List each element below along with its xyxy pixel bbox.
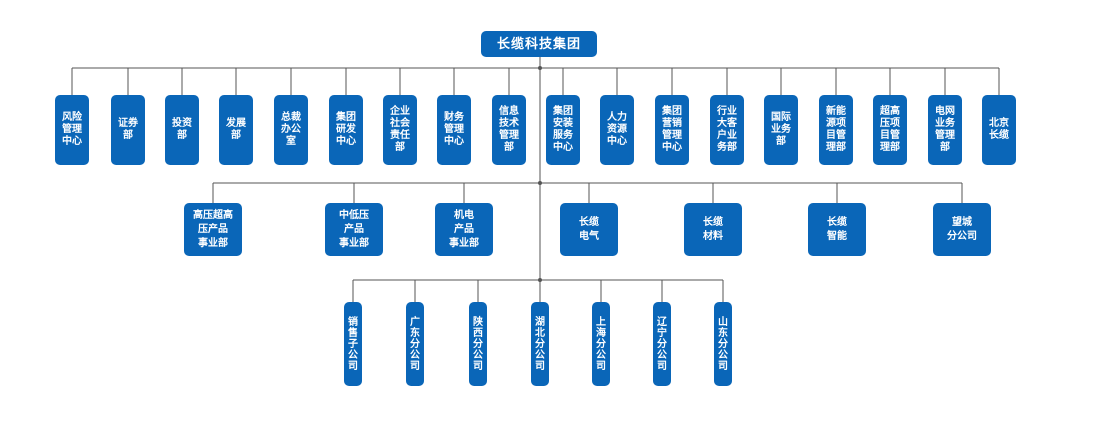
division-box-label: 中低压 产品 事业部: [339, 209, 369, 249]
department-box: 新能 源项 目管 理部: [819, 95, 853, 165]
subsidiary-box: 上 海 分 公 司: [592, 302, 610, 386]
department-box: 国际 业务 部: [764, 95, 798, 165]
department-box-label: 风险 管理 中心: [62, 112, 82, 147]
division-box: 望城 分公司: [933, 203, 991, 256]
junction-dot: [538, 278, 542, 282]
division-box: 长缆 智能: [808, 203, 866, 256]
department-box: 集团 营销 管理 中心: [655, 95, 689, 165]
department-box: 北京 长缆: [982, 95, 1016, 165]
department-box: 人力 资源 中心: [600, 95, 634, 165]
division-box-label: 机电 产品 事业部: [449, 209, 479, 249]
division-box-label: 长缆 电气: [579, 216, 599, 242]
subsidiary-box: 陕 西 分 公 司: [469, 302, 487, 386]
department-box-label: 证券 部: [118, 118, 138, 141]
department-box: 超高 压项 目管 理部: [873, 95, 907, 165]
department-box-label: 财务 管理 中心: [444, 112, 464, 147]
department-box: 发展 部: [219, 95, 253, 165]
department-box-label: 总裁 办公 室: [281, 112, 301, 147]
department-box-label: 电网 业务 管理 部: [935, 106, 955, 153]
department-box: 集团 安装 服务 中心: [546, 95, 580, 165]
department-box-label: 北京 长缆: [989, 118, 1009, 141]
root-node: 长缆科技集团: [481, 31, 597, 57]
department-box-label: 集团 营销 管理 中心: [662, 106, 682, 153]
division-box: 高压超高 压产品 事业部: [184, 203, 242, 256]
department-box-label: 人力 资源 中心: [607, 112, 627, 147]
department-box: 信息 技术 管理 部: [492, 95, 526, 165]
division-box: 中低压 产品 事业部: [325, 203, 383, 256]
division-box-label: 长缆 智能: [827, 216, 847, 242]
subsidiary-box-label: 广 东 分 公 司: [410, 316, 420, 372]
department-box-label: 集团 安装 服务 中心: [553, 106, 573, 153]
department-box-label: 超高 压项 目管 理部: [880, 106, 900, 153]
department-box: 证券 部: [111, 95, 145, 165]
subsidiary-box: 辽 宁 分 公 司: [653, 302, 671, 386]
department-box-label: 集团 研发 中心: [336, 112, 356, 147]
subsidiary-box: 广 东 分 公 司: [406, 302, 424, 386]
department-box-label: 信息 技术 管理 部: [499, 106, 519, 153]
division-box-label: 高压超高 压产品 事业部: [193, 209, 233, 249]
division-box: 长缆 材料: [684, 203, 742, 256]
subsidiary-box-label: 湖 北 分 公 司: [535, 316, 545, 372]
subsidiary-box-label: 上 海 分 公 司: [596, 316, 606, 372]
root-label: 长缆科技集团: [496, 36, 581, 52]
department-box: 投资 部: [165, 95, 199, 165]
department-box-label: 新能 源项 目管 理部: [826, 106, 846, 153]
subsidiary-box: 湖 北 分 公 司: [531, 302, 549, 386]
department-box-label: 国际 业务 部: [771, 112, 791, 147]
department-box-label: 行业 大客 户业 务部: [717, 106, 737, 153]
subsidiary-box-label: 陕 西 分 公 司: [473, 316, 483, 372]
subsidiary-box-label: 山 东 分 公 司: [718, 316, 728, 372]
subsidiary-box: 山 东 分 公 司: [714, 302, 732, 386]
department-box: 集团 研发 中心: [329, 95, 363, 165]
division-box: 机电 产品 事业部: [435, 203, 493, 256]
subsidiary-box-label: 销 售 子 公 司: [348, 316, 358, 372]
junction-dot: [538, 66, 542, 70]
junction-dot: [538, 181, 542, 185]
division-box-label: 望城 分公司: [947, 216, 977, 242]
division-box: 长缆 电气: [560, 203, 618, 256]
department-box-label: 发展 部: [226, 118, 246, 141]
department-box: 总裁 办公 室: [274, 95, 308, 165]
subsidiary-box-label: 辽 宁 分 公 司: [657, 316, 667, 372]
department-box: 电网 业务 管理 部: [928, 95, 962, 165]
department-box-label: 投资 部: [172, 118, 192, 141]
department-box: 财务 管理 中心: [437, 95, 471, 165]
subsidiary-box: 销 售 子 公 司: [344, 302, 362, 386]
department-box: 企业 社会 责任 部: [383, 95, 417, 165]
department-box: 风险 管理 中心: [55, 95, 89, 165]
department-box: 行业 大客 户业 务部: [710, 95, 744, 165]
division-box-label: 长缆 材料: [703, 216, 723, 242]
department-box-label: 企业 社会 责任 部: [390, 106, 410, 153]
